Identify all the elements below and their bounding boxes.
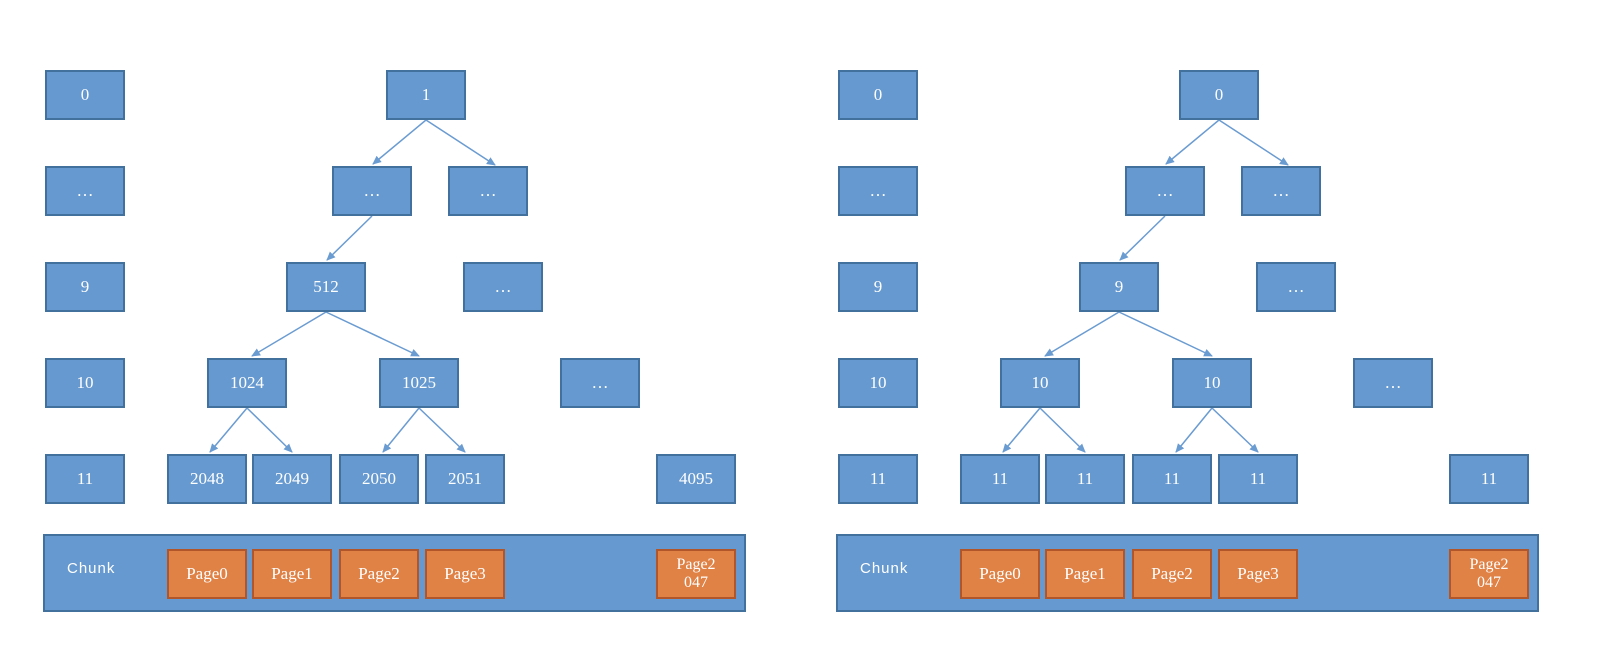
tree-node-l3-other: … (560, 358, 640, 408)
page-block-last: Page2 047 (656, 549, 736, 599)
tree-node-l3-right: 10 (1172, 358, 1252, 408)
level-label: 10 (45, 358, 125, 408)
tree-node-l4-last: 11 (1449, 454, 1529, 504)
edge-l3r-to-l4c-r (1175, 407, 1213, 453)
level-label: … (838, 166, 918, 216)
tree-node-l4: 2050 (339, 454, 419, 504)
edge-root-to-l1-left (372, 119, 427, 165)
tree-node-l1-right: … (1241, 166, 1321, 216)
level-label: 11 (838, 454, 918, 504)
tree-node-l2-main: 512 (286, 262, 366, 312)
page-block: Page2 (1132, 549, 1212, 599)
edge-l3r-to-l4c (382, 407, 420, 453)
page-block: Page1 (252, 549, 332, 599)
tree-node-l4: 11 (1132, 454, 1212, 504)
tree-node-l4-last: 4095 (656, 454, 736, 504)
tree-node-l1-left: … (332, 166, 412, 216)
page-block: Page1 (1045, 549, 1125, 599)
edge-l3r-to-l4d-r (1211, 407, 1259, 453)
edge-l3l-to-l4a (209, 407, 248, 453)
level-label: … (45, 166, 125, 216)
page-block-last: Page2 047 (1449, 549, 1529, 599)
tree-node-l4: 11 (1045, 454, 1125, 504)
edge-l3l-to-l4b (246, 407, 293, 453)
level-label: 11 (45, 454, 125, 504)
edge-l2-to-l3-right (325, 311, 420, 357)
edge-l3r-to-l4d (418, 407, 466, 453)
level-label: 0 (45, 70, 125, 120)
tree-node-l4: 2051 (425, 454, 505, 504)
edge-l1-to-l2 (326, 215, 373, 261)
page-block: Page0 (960, 549, 1040, 599)
tree-node-l3-left: 1024 (207, 358, 287, 408)
page-block: Page3 (425, 549, 505, 599)
tree-node-l3-left: 10 (1000, 358, 1080, 408)
tree-node-l4: 2049 (252, 454, 332, 504)
tree-node-l2-other: … (1256, 262, 1336, 312)
edge-root-to-l1-left-r (1165, 119, 1220, 165)
tree-node-root: 0 (1179, 70, 1259, 120)
page-block: Page2 (339, 549, 419, 599)
edge-l3l-to-l4a-r (1002, 407, 1041, 453)
chunk-label: Chunk (860, 560, 909, 577)
edge-l2-to-l3-left-r (1044, 311, 1120, 357)
page-block: Page3 (1218, 549, 1298, 599)
page-block: Page0 (167, 549, 247, 599)
chunk-label: Chunk (67, 560, 116, 577)
edge-root-to-l1-right-r (1218, 119, 1289, 166)
edge-l2-to-l3-left (251, 311, 327, 357)
edge-l3l-to-l4b-r (1039, 407, 1086, 453)
tree-node-l2-main: 9 (1079, 262, 1159, 312)
tree-node-l3-other: … (1353, 358, 1433, 408)
level-label: 9 (838, 262, 918, 312)
tree-node-l4: 11 (1218, 454, 1298, 504)
tree-node-l4: 2048 (167, 454, 247, 504)
level-label: 10 (838, 358, 918, 408)
tree-node-l2-other: … (463, 262, 543, 312)
tree-node-l4: 11 (960, 454, 1040, 504)
edge-l2-to-l3-right-r (1118, 311, 1213, 357)
level-label: 0 (838, 70, 918, 120)
level-label: 9 (45, 262, 125, 312)
edge-l1-to-l2-r (1119, 215, 1166, 261)
tree-node-l1-right: … (448, 166, 528, 216)
tree-node-l1-left: … (1125, 166, 1205, 216)
tree-node-root: 1 (386, 70, 466, 120)
tree-node-l3-right: 1025 (379, 358, 459, 408)
edge-root-to-l1-right (425, 119, 496, 166)
